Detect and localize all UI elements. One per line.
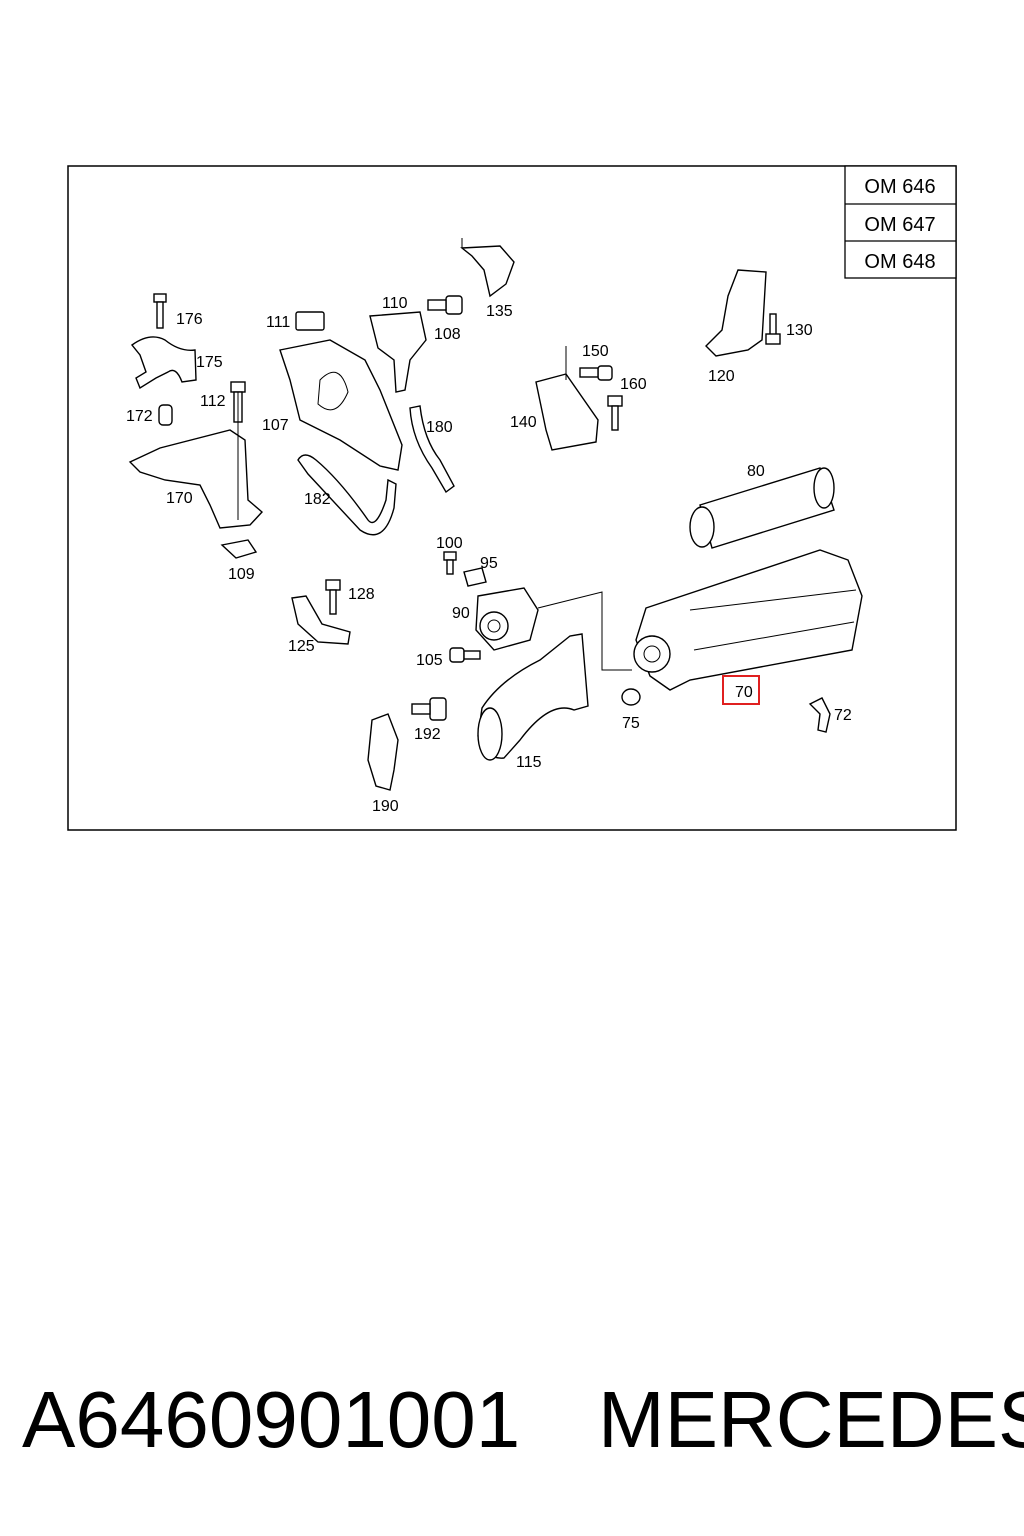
part-filter-element-80[interactable] [689,467,835,549]
callout-150: 150 [582,343,609,360]
part-grommet-75[interactable] [621,688,641,706]
part-bolt-105[interactable] [449,647,481,663]
part-bracket-135[interactable] [460,245,515,298]
callout-115: 115 [516,754,542,771]
part-bolt-128[interactable] [325,579,341,615]
brand-name: MERCEDES [598,1375,1024,1464]
callout-140: 140 [510,414,537,431]
part-connector-111[interactable] [295,311,325,331]
footer: A6460901001 MERCEDES [0,1360,1024,1490]
highlight-box-70[interactable] [722,675,760,705]
callout-182: 182 [304,491,331,508]
callout-130: 130 [786,322,813,339]
part-bolt-108[interactable] [427,295,463,315]
part-bracket-125[interactable] [291,595,351,645]
parts-diagram: OM 646 OM 647 OM 648 176 175 172 112 170… [67,165,957,831]
part-intake-duct-115[interactable] [477,633,589,761]
callout-160: 160 [620,376,647,393]
part-clip-72[interactable] [808,697,831,733]
callout-172: 172 [126,408,153,425]
callout-72: 72 [834,707,852,724]
callout-107: 107 [262,417,289,434]
part-bracket-190[interactable] [367,713,399,791]
callout-105: 105 [416,652,443,669]
part-bolt-150[interactable] [579,365,613,381]
part-bracket-120[interactable] [705,269,767,357]
part-hose-182[interactable] [297,454,397,536]
part-bracket-140[interactable] [535,373,599,451]
part-number: A6460901001 [22,1375,521,1464]
callout-120: 120 [708,368,735,385]
callout-108: 108 [434,326,461,343]
part-actuator-90[interactable] [475,587,539,651]
callout-128: 128 [348,586,375,603]
variant-om647: OM 647 [864,214,935,236]
callout-192: 192 [414,726,441,743]
part-bolt-176[interactable] [153,293,167,329]
callout-100: 100 [436,535,463,552]
callout-111: 111 [266,314,290,331]
callout-112: 112 [200,393,226,410]
part-bolt-100[interactable] [443,551,457,575]
callout-175: 175 [196,354,223,371]
variant-om648: OM 648 [864,251,935,273]
callout-180: 180 [426,419,453,436]
callout-170: 170 [166,490,193,507]
engine-variant-table: OM 646 OM 647 OM 648 [844,165,957,279]
callout-110: 110 [382,295,408,312]
part-air-filter-housing-70[interactable] [633,549,863,691]
part-clip-109[interactable] [220,539,258,559]
part-bolt-160[interactable] [607,395,623,431]
callout-125: 125 [288,638,315,655]
callout-90: 90 [452,605,470,622]
variant-om646: OM 646 [864,176,935,198]
callout-75: 75 [622,715,640,732]
callout-176: 176 [176,311,203,328]
part-clip-95[interactable] [463,567,487,587]
part-bolt-130[interactable] [765,313,781,345]
callout-135: 135 [486,303,513,320]
part-hose-180[interactable] [409,405,455,494]
part-sensor-110[interactable] [369,311,427,393]
part-bolt-192[interactable] [411,697,447,721]
part-sleeve-172[interactable] [158,404,173,426]
callout-95: 95 [480,555,498,572]
part-shield-107[interactable] [279,339,403,471]
callout-80: 80 [747,463,765,480]
callout-190: 190 [372,798,399,815]
part-bracket-170[interactable] [128,429,264,529]
diagram-frame [67,165,957,831]
callout-109: 109 [228,566,255,583]
callout-70: 70 [735,684,753,701]
part-clamp-175[interactable] [130,336,197,390]
